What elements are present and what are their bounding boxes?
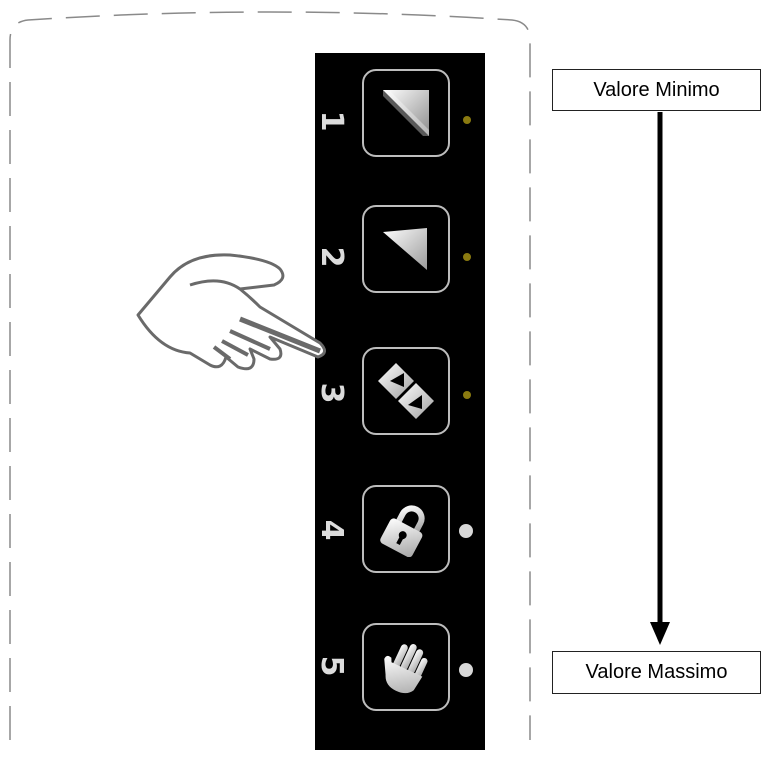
corner-triangle-icon (383, 228, 427, 270)
hand-button[interactable] (362, 623, 450, 711)
pointing-hand-icon (136, 253, 326, 371)
half-triangle-icon (383, 90, 429, 136)
led-5 (459, 663, 473, 677)
half-triangle-button[interactable] (362, 69, 450, 157)
corner-triangle-button[interactable] (362, 205, 450, 293)
lock-button[interactable] (362, 485, 450, 573)
double-triangle-button[interactable] (362, 347, 450, 435)
led-4 (459, 524, 473, 538)
hand-icon (384, 644, 428, 694)
led-1 (463, 116, 471, 124)
double-triangle-icon (378, 363, 434, 419)
min-value-label: Valore Minimo (552, 69, 761, 111)
led-3 (463, 391, 471, 399)
control-panel: 1 2 3 (315, 53, 485, 750)
led-2 (463, 253, 471, 261)
max-value-label: Valore Massimo (552, 651, 761, 694)
padlock-icon (380, 505, 425, 557)
